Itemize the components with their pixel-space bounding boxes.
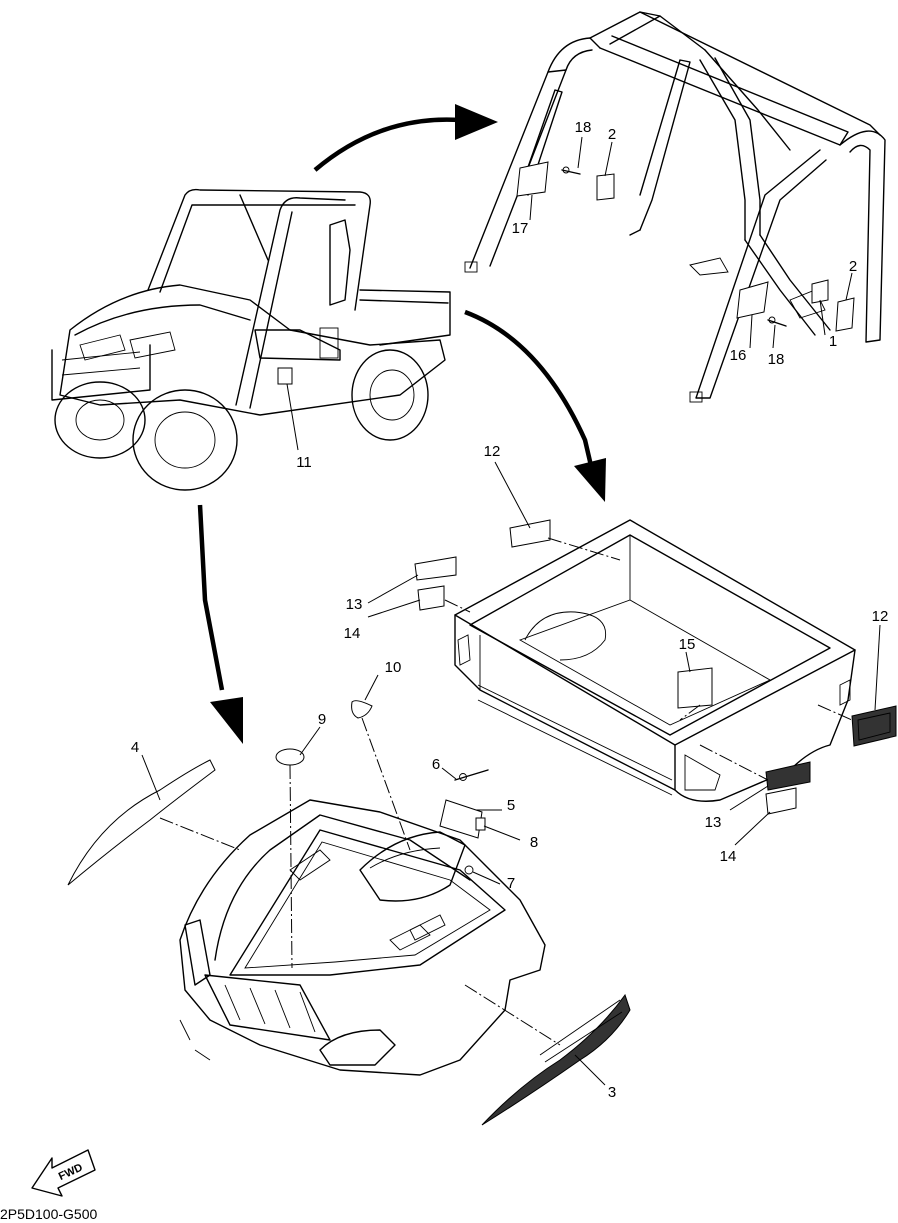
callout-17: 17 xyxy=(512,220,529,237)
hood-assembly xyxy=(67,700,631,1126)
callout-18-lower: 18 xyxy=(768,351,785,368)
callout-12-upper: 12 xyxy=(484,443,501,460)
callout-3: 3 xyxy=(608,1084,616,1101)
callout-12-right: 12 xyxy=(872,608,889,625)
callout-1: 1 xyxy=(829,333,837,350)
flow-arrows xyxy=(197,104,606,744)
callout-labels: 1 2 2 3 4 5 6 7 8 9 10 11 12 12 13 13 14… xyxy=(131,119,889,1101)
fwd-indicator: FWD xyxy=(31,1149,96,1197)
callout-7: 7 xyxy=(507,875,515,892)
callout-6: 6 xyxy=(432,756,440,773)
callout-2-upper: 2 xyxy=(608,126,616,143)
callout-5: 5 xyxy=(507,797,515,814)
callout-9: 9 xyxy=(318,711,326,728)
fwd-label: FWD xyxy=(57,1162,85,1183)
callout-4: 4 xyxy=(131,739,139,756)
callout-14-right: 14 xyxy=(720,848,737,865)
callout-18-upper: 18 xyxy=(575,119,592,136)
callout-2-lower: 2 xyxy=(849,258,857,275)
callout-14-left: 14 xyxy=(344,625,361,642)
callout-8: 8 xyxy=(530,834,538,851)
callout-13-right: 13 xyxy=(705,814,722,831)
callout-16: 16 xyxy=(730,347,747,364)
vehicle-overview xyxy=(51,188,451,491)
roll-cage-assembly xyxy=(464,11,886,403)
callout-13-left: 13 xyxy=(346,596,363,613)
drawing-code: 2P5D100-G500 xyxy=(0,1206,98,1222)
callout-15: 15 xyxy=(679,636,696,653)
cargo-bed-assembly xyxy=(414,519,897,815)
callout-10: 10 xyxy=(385,659,402,676)
callout-11: 11 xyxy=(296,454,312,471)
leader-lines xyxy=(141,136,881,1086)
